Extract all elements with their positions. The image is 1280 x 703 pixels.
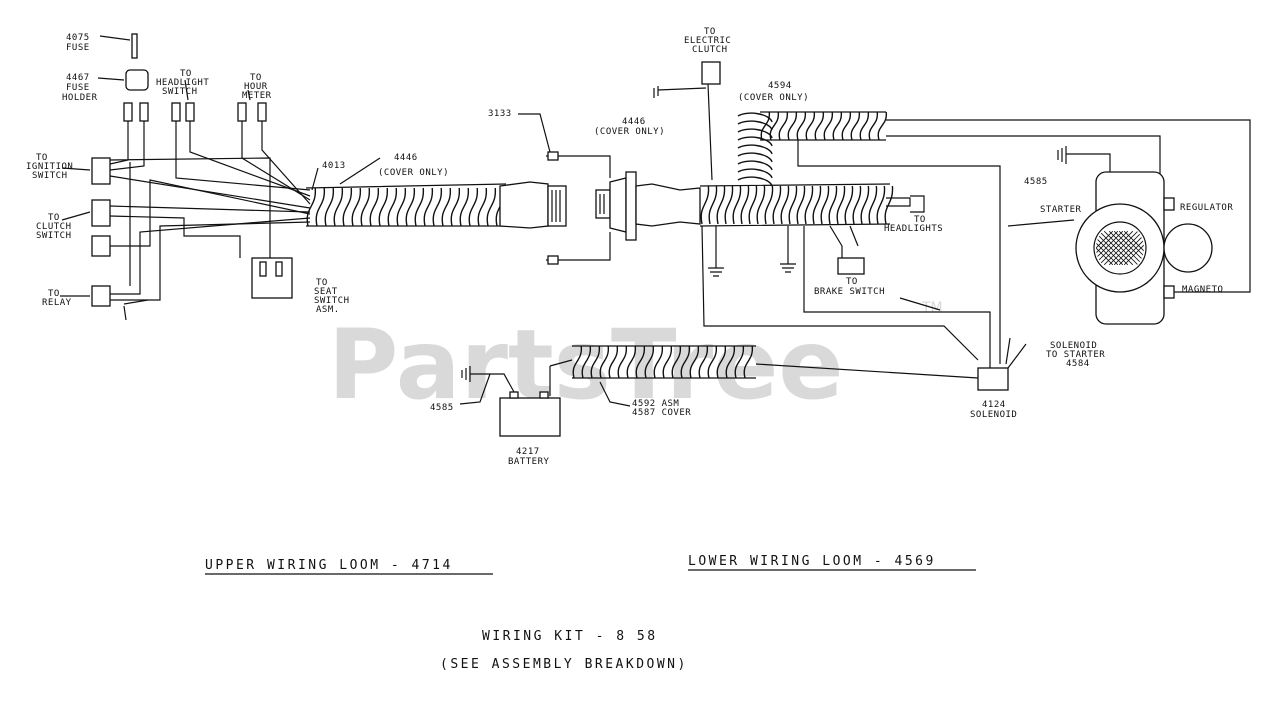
solenoid: [977, 367, 1009, 391]
screw-3133-label: 3133: [488, 109, 512, 119]
solenoid-starter-label-1: SOLENOID: [1050, 341, 1097, 351]
clutch-switch-label-1: CLUTCH: [36, 222, 72, 232]
lower-cover-label: (COVER ONLY): [594, 127, 665, 137]
hour-meter-label-to: TO: [250, 73, 262, 83]
seat-switch-connector: [251, 257, 293, 299]
headlight-switch-label-1: HEADLIGHT: [156, 78, 209, 88]
brake-switch-label-to: TO: [846, 277, 858, 287]
ignition-switch-label-to: TO: [36, 153, 48, 163]
fuse-holder-label-1: FUSE: [66, 83, 90, 93]
seat-switch-label-3: ASM.: [316, 305, 340, 315]
headlights-label-to: TO: [914, 215, 926, 225]
battery-label-number: 4217: [516, 447, 540, 457]
cable-4592-label-2: 4587 COVER: [632, 408, 691, 418]
clutch-switch-label-to: TO: [48, 213, 60, 223]
flywheel: [1163, 223, 1213, 273]
wiring-kit-title: WIRING KIT - 8 58: [482, 629, 658, 644]
fuse-label: FUSE: [66, 43, 90, 53]
hour-meter-label-1: HOUR: [244, 82, 268, 92]
electric-clutch-label-to: TO: [704, 27, 716, 37]
relay-label: RELAY: [42, 298, 72, 308]
ignition-switch-label-2: SWITCH: [32, 171, 68, 181]
solenoid-starter-label-2: TO STARTER: [1046, 350, 1105, 360]
lower-cover-label-number: 4446: [622, 117, 646, 127]
fuse: [131, 33, 138, 59]
brake-switch-connector: [837, 257, 865, 275]
headlights-label: HEADLIGHTS: [884, 224, 943, 234]
starter-motor: [1075, 203, 1165, 293]
watermark-text: PartsTree: [328, 309, 843, 421]
upper-loom-title: UPPER WIRING LOOM - 4714: [205, 558, 453, 573]
upper-cover-label: (COVER ONLY): [378, 168, 449, 178]
center-connector: [518, 113, 701, 265]
fuse-holder: [125, 69, 149, 91]
seat-switch-label-2: SWITCH: [314, 296, 350, 306]
electric-clutch-label-1: ELECTRIC: [684, 36, 731, 46]
upper-cover-label-number: 4446: [394, 153, 418, 163]
cover-4594-label: (COVER ONLY): [738, 93, 809, 103]
clutch-switch-label-2: SWITCH: [36, 231, 72, 241]
regulator-label: REGULATOR: [1180, 203, 1233, 213]
clutch-switch-connector: [91, 199, 111, 227]
labels: 4075 FUSE 4467 FUSE HOLDER TO HEADLIGHT …: [26, 27, 1233, 467]
fuse-holder-label-2: HOLDER: [62, 93, 98, 103]
headlight-switch-label-2: SWITCH: [162, 87, 198, 97]
solenoid-starter-label-3: 4584: [1066, 359, 1090, 369]
battery-label: BATTERY: [508, 457, 550, 467]
lower-loom: [459, 61, 1251, 437]
cable-4592-label-1: 4592 ASM: [632, 399, 679, 409]
ignition-switch-connector: [91, 157, 111, 185]
cover-4594-label-number: 4594: [768, 81, 792, 91]
titles: UPPER WIRING LOOM - 4714 LOWER WIRING LO…: [205, 554, 976, 672]
hour-meter-label-2: METER: [242, 91, 272, 101]
seat-switch-label-1: SEAT: [314, 287, 338, 297]
electric-clutch-label-2: CLUTCH: [692, 45, 728, 55]
ground-4585-bottom-label: 4585: [430, 403, 454, 413]
ignition-switch-label-1: IGNITION: [26, 162, 73, 172]
starter-label: STARTER: [1040, 205, 1082, 215]
fuse-holder-label-number: 4467: [66, 73, 90, 83]
battery: [499, 397, 561, 437]
lower-loom-title: LOWER WIRING LOOM - 4569: [688, 554, 936, 569]
solenoid-label: SOLENOID: [970, 410, 1017, 420]
fuse-label-number: 4075: [66, 33, 90, 43]
upper-loom: [60, 33, 567, 321]
loom-4013-label: 4013: [322, 161, 346, 171]
upper-loom-cover: [305, 183, 507, 227]
seat-switch-label-to: TO: [316, 278, 328, 288]
relay-connector: [91, 285, 111, 307]
ground-4585-top-label: 4585: [1024, 177, 1048, 187]
relay-label-to: TO: [48, 289, 60, 299]
headlight-switch-label-to: TO: [180, 69, 192, 79]
wiring-kit-subtitle: (SEE ASSEMBLY BREAKDOWN): [440, 657, 688, 672]
magneto-label: MAGNETO: [1182, 285, 1223, 295]
solenoid-label-number: 4124: [982, 400, 1006, 410]
brake-switch-label: BRAKE SWITCH: [814, 287, 885, 297]
electric-clutch-connector: [701, 61, 721, 85]
